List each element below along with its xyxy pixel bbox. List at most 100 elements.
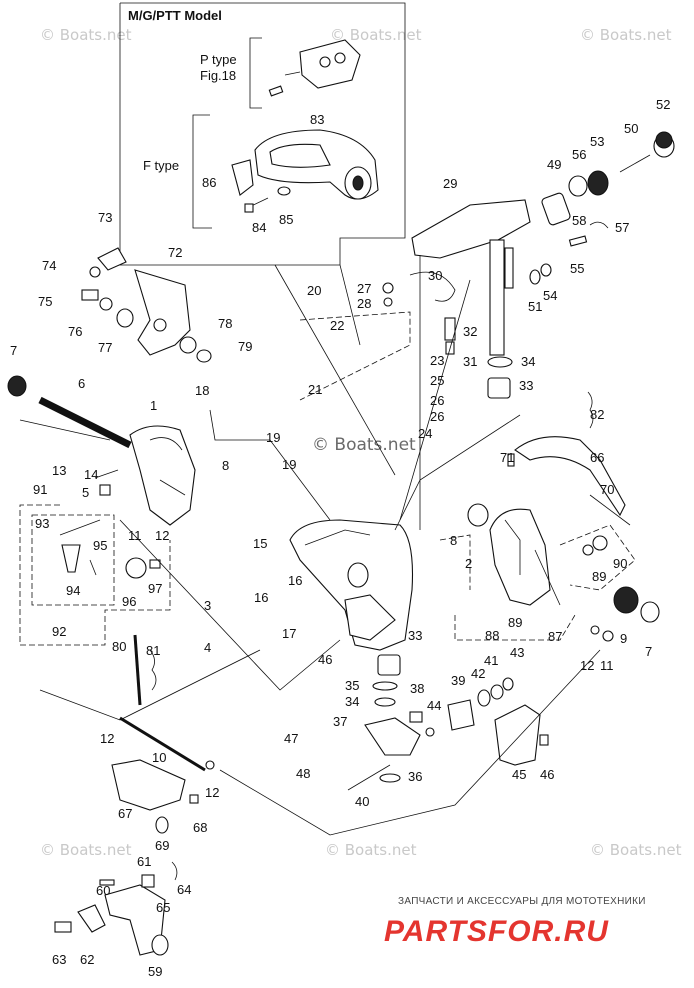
callout-number: 89 — [508, 615, 522, 630]
callout-number: 27 — [357, 281, 371, 296]
bracket-67 — [111, 759, 186, 811]
swivel-bracket — [289, 519, 435, 791]
callout-number: 92 — [52, 624, 66, 639]
tilt-handle — [514, 436, 626, 517]
callout-number: 41 — [484, 653, 498, 668]
pad-45 — [494, 704, 541, 766]
callout-number: 21 — [308, 382, 322, 397]
watermark-text: © Boats.net — [590, 841, 682, 859]
callout-number: 30 — [428, 268, 442, 283]
callout-number: 45 — [512, 767, 526, 782]
callout-number: 73 — [98, 210, 112, 225]
callout-number: 16 — [288, 573, 302, 588]
callout-number: 38 — [410, 681, 424, 696]
callout-numbers: 1 2 3 4 5 6 7 7 8 8 9 10 11 11 12 12 12 … — [10, 97, 670, 979]
callout-number: 90 — [613, 556, 627, 571]
subassembly-91 — [19, 504, 171, 646]
callout-number: 42 — [471, 666, 485, 681]
callout-number: 82 — [590, 407, 604, 422]
callout-number: 34 — [345, 694, 359, 709]
watermark-text: © Boats.net — [40, 841, 132, 859]
callout-number: 29 — [443, 176, 457, 191]
clamp-bracket-left — [7, 375, 196, 526]
callout-number: 87 — [548, 629, 562, 644]
leader-lines — [39, 255, 601, 836]
callout-number: 70 — [600, 482, 614, 497]
f-type-plate — [231, 159, 254, 196]
callout-number: 74 — [42, 258, 56, 273]
callout-number: 72 — [168, 245, 182, 260]
callout-number: 63 — [52, 952, 66, 967]
callout-number: 33 — [519, 378, 533, 393]
callout-number: 36 — [408, 769, 422, 784]
callout-number: 69 — [155, 838, 169, 853]
callout-number: 33 — [408, 628, 422, 643]
callout-number: 26 — [430, 409, 444, 424]
callout-number: 7 — [10, 343, 17, 358]
callout-number: 26 — [430, 393, 444, 408]
callout-number: 2 — [465, 556, 472, 571]
callout-number: 95 — [93, 538, 107, 553]
callout-number: 43 — [510, 645, 524, 660]
callout-number: 64 — [177, 882, 191, 897]
callout-number: 19 — [266, 430, 280, 445]
callout-number: 35 — [345, 678, 359, 693]
watermark-text: © Boats.net — [312, 435, 416, 455]
callout-number: 46 — [540, 767, 554, 782]
callout-number: 52 — [656, 97, 670, 112]
callout-number: 91 — [33, 482, 47, 497]
callout-number: 67 — [118, 806, 132, 821]
callout-number: 55 — [570, 261, 584, 276]
callout-number: 46 — [318, 652, 332, 667]
watermark-text: © Boats.net — [325, 841, 417, 859]
f-type-label: F type — [143, 158, 179, 173]
callout-number: 81 — [146, 643, 160, 658]
callout-number: 66 — [590, 450, 604, 465]
callout-number: 61 — [137, 854, 151, 869]
callout-number: 22 — [330, 318, 344, 333]
clamp-bracket-right — [439, 391, 660, 642]
callout-number: 49 — [547, 157, 561, 172]
callout-number: 8 — [450, 533, 457, 548]
callout-number: 3 — [204, 598, 211, 613]
callout-number: 84 — [252, 220, 266, 235]
callout-number: 68 — [193, 820, 207, 835]
callout-number: 89 — [592, 569, 606, 584]
steering-bracket — [411, 199, 531, 259]
callout-number: 23 — [430, 353, 444, 368]
callout-number: 44 — [427, 698, 441, 713]
shop-branding: ЗАПЧАСТИ И АКСЕССУАРЫ ДЛЯ МОТОТЕХНИКИ PA… — [384, 896, 646, 948]
callout-number: 13 — [52, 463, 66, 478]
callout-number: 96 — [122, 594, 136, 609]
trim-lever-group — [81, 247, 212, 363]
callout-number: 8 — [222, 458, 229, 473]
callout-number: 60 — [96, 883, 110, 898]
callout-number: 25 — [430, 373, 444, 388]
callout-number: 78 — [218, 316, 232, 331]
p-type-label: P type — [200, 52, 237, 67]
callout-number: 12 — [100, 731, 114, 746]
callout-number: 17 — [282, 626, 296, 641]
clamp-bracket-1 — [129, 425, 196, 526]
callout-number: 40 — [355, 794, 369, 809]
watermarks: © Boats.net © Boats.net © Boats.net © Bo… — [40, 26, 682, 859]
callout-number: 18 — [195, 383, 209, 398]
callout-number: 24 — [418, 426, 432, 441]
callout-number: 12 — [580, 658, 594, 673]
callout-number: 88 — [485, 628, 499, 643]
callout-number: 79 — [238, 339, 252, 354]
callout-number: 5 — [82, 485, 89, 500]
callout-number: 14 — [84, 467, 98, 482]
callout-number: 47 — [284, 731, 298, 746]
callout-number: 32 — [463, 324, 477, 339]
shop-tagline: ЗАПЧАСТИ И АКСЕССУАРЫ ДЛЯ МОТОТЕХНИКИ — [398, 896, 646, 907]
callout-number: 59 — [148, 964, 162, 979]
callout-number: 34 — [521, 354, 535, 369]
shop-logo: PARTSFOR.RU — [384, 915, 609, 948]
callout-number: 11 — [128, 528, 142, 543]
callout-number: 53 — [590, 134, 604, 149]
callout-number: 50 — [624, 121, 638, 136]
lower-left-group — [54, 634, 215, 956]
callout-number: 75 — [38, 294, 52, 309]
